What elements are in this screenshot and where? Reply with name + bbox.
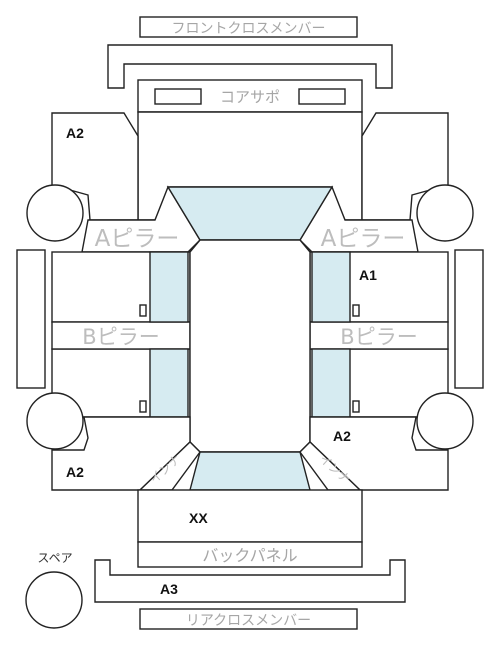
back-panel-label: バックパネル bbox=[202, 546, 297, 565]
core-support-label: コアサポ bbox=[220, 88, 280, 106]
trunk-lid[interactable] bbox=[137, 489, 363, 543]
front-left-window[interactable] bbox=[149, 251, 189, 323]
b-pillar-right-label: Bピラー bbox=[340, 325, 417, 349]
rear-cross-member[interactable] bbox=[94, 559, 406, 603]
b-pillar-right[interactable] bbox=[309, 321, 449, 350]
front-left-wheel[interactable] bbox=[26, 184, 84, 242]
core-support-right-slot bbox=[298, 88, 346, 105]
rear-left-quarter-panel[interactable] bbox=[51, 416, 191, 491]
a-pillar-left-label: Aピラー bbox=[95, 226, 180, 252]
rear-left-door-handle bbox=[139, 400, 147, 413]
roof[interactable] bbox=[189, 239, 311, 453]
right-rocker-panel[interactable] bbox=[454, 249, 484, 389]
rear-cross-member-box[interactable] bbox=[139, 608, 358, 630]
back-panel[interactable] bbox=[137, 541, 363, 568]
code-trunk: XX bbox=[189, 510, 208, 526]
front-cross-member-label: フロントクロスメンバー bbox=[172, 21, 326, 37]
left-rocker-panel[interactable] bbox=[16, 249, 46, 389]
a-pillar-right-label: Aピラー bbox=[321, 226, 406, 252]
rear-right-quarter-panel[interactable] bbox=[309, 416, 449, 491]
spare-label: スペア bbox=[37, 551, 72, 565]
rear-right-window[interactable] bbox=[311, 348, 351, 418]
front-left-door-handle bbox=[139, 304, 147, 317]
code-rear-cross: A3 bbox=[160, 581, 178, 597]
front-cross-member-box[interactable] bbox=[139, 16, 358, 38]
b-pillar-left-label: Bピラー bbox=[82, 325, 159, 349]
front-right-wheel[interactable] bbox=[416, 184, 474, 242]
front-right-window[interactable] bbox=[311, 251, 351, 323]
rear-left-wheel[interactable] bbox=[26, 392, 84, 450]
code-front-left: A2 bbox=[66, 125, 84, 141]
core-support-left-slot bbox=[154, 88, 202, 105]
rear-left-window[interactable] bbox=[149, 348, 189, 418]
code-rear-right: A2 bbox=[333, 428, 351, 444]
code-front-right-door: A1 bbox=[359, 267, 377, 283]
spare-tire[interactable] bbox=[25, 571, 83, 629]
rear-window[interactable] bbox=[189, 451, 311, 491]
rear-right-wheel[interactable] bbox=[416, 392, 474, 450]
code-rear-left: A2 bbox=[66, 464, 84, 480]
rear-right-door-handle bbox=[352, 400, 360, 413]
front-right-door-handle bbox=[352, 304, 360, 317]
front-cross-member[interactable] bbox=[107, 44, 393, 89]
b-pillar-left[interactable] bbox=[51, 321, 191, 350]
rear-cross-member-label: リアクロスメンバー bbox=[186, 613, 311, 629]
